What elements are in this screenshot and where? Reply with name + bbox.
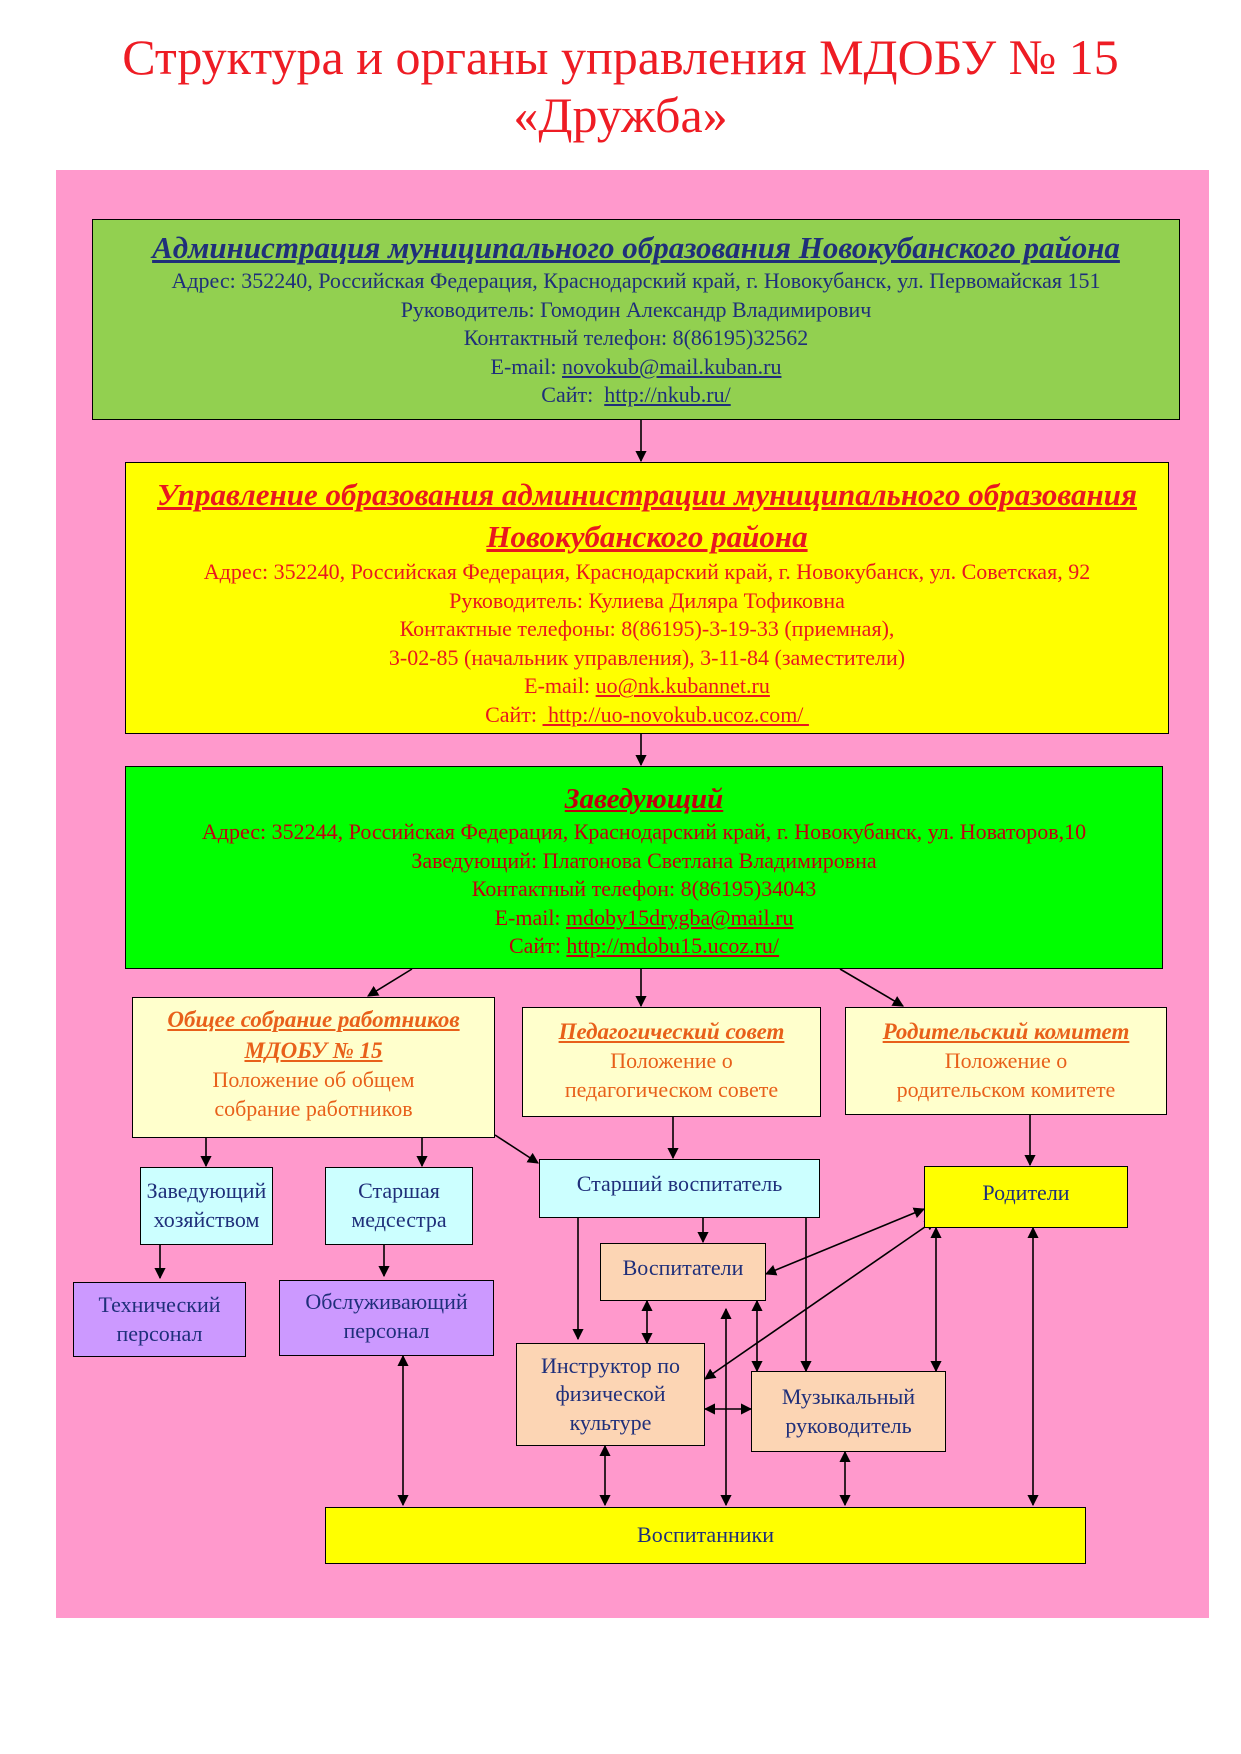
education-dept-site-label: Сайт: (485, 701, 543, 727)
arrow-parents-educators (764, 1207, 926, 1276)
parents-committee-box: Родительский комитет Положение о родител… (845, 1007, 1167, 1115)
general-meeting-heading-line2: МДОБУ № 15 (244, 1038, 383, 1063)
head-office-site-row: Сайт: http://mdobu15.ucoz.ru/ (126, 932, 1162, 961)
education-dept-head: Руководитель: Кулиева Диляра Тофиковна (449, 587, 845, 613)
education-dept-email-link[interactable]: uo@nk.kubannet.ru (595, 673, 770, 699)
general-meeting-text-line1: Положение об общем (212, 1067, 415, 1092)
general-meeting-text-line2: собрание работников (214, 1095, 413, 1121)
arrow-head-to-parents-committee (839, 968, 904, 1007)
household-head-box: Заведующий хозяйством (140, 1167, 273, 1245)
administration-site-label: Сайт: (541, 382, 605, 408)
education-dept-heading-line2: Новокубанского района (486, 519, 808, 554)
head-nurse-line1: Старшая (358, 1178, 440, 1204)
head-office-site-link[interactable]: http://mdobu15.ucoz.ru/ (566, 933, 780, 959)
administration-box: Администрация муниципального образования… (92, 219, 1180, 420)
head-office-phone: Контактный телефон: 8(86195)34043 (471, 876, 817, 902)
senior-educator-box: Старший воспитатель (539, 1159, 820, 1218)
service-staff-box: Обслуживающий персонал (279, 1280, 494, 1356)
pe-instructor-box: Инструктор по физической культуре (516, 1343, 705, 1446)
pe-instructor-line2: физической (555, 1381, 666, 1407)
head-office-heading: Заведующий (564, 783, 724, 815)
technical-staff-line2: персонал (116, 1320, 203, 1346)
page-title: Структура и органы управления МДОБУ № 15… (0, 28, 1241, 144)
pedagogical-council-box: Педагогический совет Положение о педагог… (522, 1007, 821, 1117)
parents-committee-heading: Родительский комитет (882, 1019, 1130, 1044)
pe-instructor-line3: культуре (569, 1409, 652, 1435)
pedagogical-council-heading: Педагогический совет (558, 1019, 785, 1044)
educators-box: Воспитатели (600, 1243, 766, 1301)
head-office-site-label: Сайт: (508, 933, 567, 959)
music-director-line1: Музыкальный (781, 1383, 916, 1409)
pe-instructor-line1: Инструктор по (540, 1352, 680, 1378)
education-dept-heading-line1: Управление образования администрации мун… (157, 477, 1137, 512)
service-staff-line1: Обслуживающий (305, 1289, 468, 1314)
parents-committee-text-line2: родительском комитете (896, 1076, 1116, 1102)
technical-staff-line1: Технический (98, 1291, 221, 1317)
education-dept-address: Адрес: 352240, Российская Федерация, Кра… (203, 559, 1091, 584)
head-nurse-box: Старшая медсестра (325, 1167, 473, 1245)
pedagogical-council-text-line1: Положение о (610, 1048, 733, 1073)
head-office-head: Заведующий: Платонова Светлана Владимиро… (411, 847, 877, 873)
parents-label: Родители (982, 1180, 1070, 1205)
head-office-email-label: E-mail: (494, 904, 567, 930)
arrow-parents-instructor (704, 1219, 936, 1380)
administration-address: Адрес: 352240, Российская Федерация, Кра… (171, 268, 1101, 293)
education-dept-site-row: Сайт: http://uo-novokub.ucoz.com/ (126, 701, 1168, 730)
pedagogical-council-text-line2: педагогическом совете (564, 1076, 779, 1102)
general-meeting-box: Общее собрание работников МДОБУ № 15 Пол… (132, 997, 495, 1138)
pupils-box: Воспитанники (325, 1507, 1086, 1564)
music-director-line2: руководитель (785, 1412, 912, 1438)
parents-box: Родители (924, 1166, 1128, 1228)
pupils-label: Воспитанники (637, 1522, 774, 1548)
head-office-email-row: E-mail: mdoby15drygba@mail.ru (126, 904, 1162, 933)
page-title-line1: Структура и органы управления МДОБУ № 15 (122, 29, 1119, 85)
service-staff-line2: персонал (343, 1317, 430, 1343)
household-head-line1: Заведующий (146, 1178, 267, 1204)
head-office-address: Адрес: 352244, Российская Федерация, Кра… (201, 819, 1087, 844)
administration-site-row: Сайт: http://nkub.ru/ (93, 381, 1179, 410)
administration-email-row: E-mail: novokub@mail.kuban.ru (93, 353, 1179, 382)
page-title-line2: «Дружба» (513, 87, 728, 143)
education-dept-phones-line1: Контактные телефоны: 8(86195)-3-19-33 (п… (399, 616, 895, 642)
music-director-box: Музыкальный руководитель (751, 1371, 946, 1452)
administration-head: Руководитель: Гомодин Александр Владимир… (400, 296, 872, 322)
administration-email-link[interactable]: novokub@mail.kuban.ru (562, 353, 782, 379)
senior-educator-label: Старший воспитатель (576, 1171, 783, 1196)
head-nurse-line2: медсестра (351, 1207, 447, 1232)
education-dept-phones-line2: 3-02-85 (начальник управления), 3-11-84 … (388, 644, 906, 670)
technical-staff-box: Технический персонал (73, 1282, 246, 1357)
arrow-head-to-general-meeting (367, 968, 413, 997)
household-head-line2: хозяйством (153, 1207, 260, 1232)
administration-site-link[interactable]: http://nkub.ru/ (604, 382, 731, 408)
head-office-box: Заведующий Адрес: 352244, Российская Фед… (125, 766, 1163, 969)
administration-phone: Контактный телефон: 8(86195)32562 (463, 325, 809, 351)
educators-label: Воспитатели (622, 1255, 744, 1280)
education-dept-email-row: E-mail: uo@nk.kubannet.ru (126, 672, 1168, 701)
arrow-meeting-to-senior (494, 1134, 539, 1164)
education-dept-email-label: E-mail: (524, 673, 596, 699)
education-dept-site-link[interactable]: http://uo-novokub.ucoz.com/ (542, 701, 809, 727)
administration-email-label: E-mail: (490, 353, 563, 379)
administration-heading: Администрация муниципального образования… (152, 230, 1120, 265)
education-dept-box: Управление образования администрации мун… (125, 462, 1169, 734)
general-meeting-heading-line1: Общее собрание работников (167, 1007, 460, 1032)
parents-committee-text-line1: Положение о (944, 1048, 1068, 1073)
head-office-email-link[interactable]: mdoby15drygba@mail.ru (566, 904, 794, 930)
